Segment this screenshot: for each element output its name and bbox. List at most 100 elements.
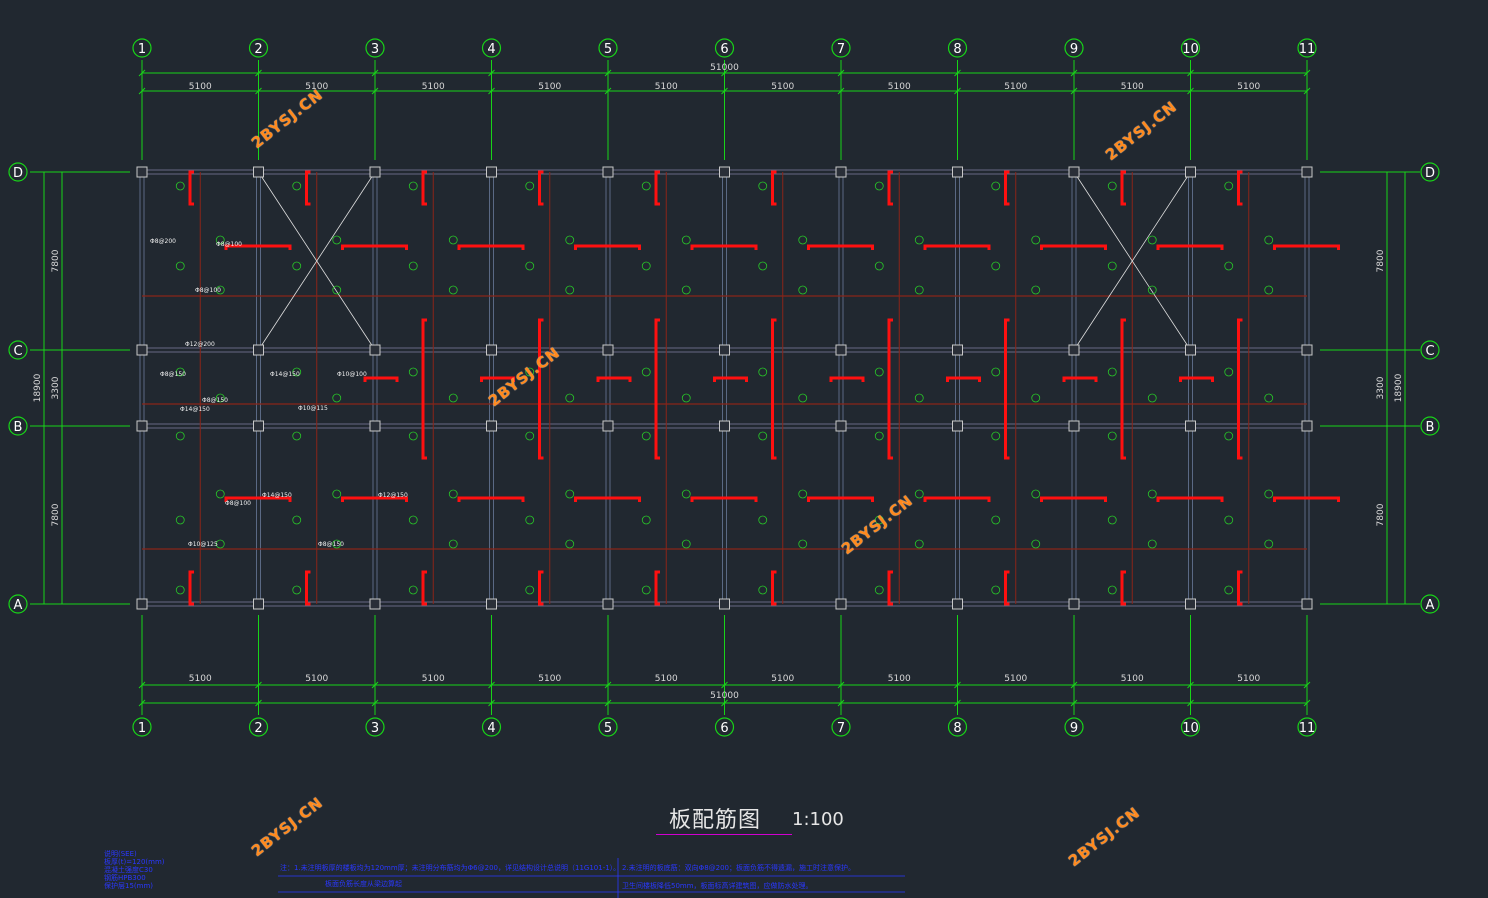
note-left-line: 说明(SEE) xyxy=(104,849,137,858)
rebar-spec-label: Φ10@115 xyxy=(298,405,328,412)
column xyxy=(952,344,963,356)
column xyxy=(602,598,614,610)
rebar-corridor-top xyxy=(1062,376,1098,382)
rebar-marker xyxy=(332,393,342,403)
axis-bubble xyxy=(1180,38,1201,58)
rebar-top-span xyxy=(224,244,292,250)
dimension-tick xyxy=(604,87,612,95)
note-left-line: 钢筋HPB300 xyxy=(104,873,146,882)
rebar-marker xyxy=(991,431,1001,441)
dimension-bay-bottom: 5100 xyxy=(655,674,678,684)
rebar-negative-top xyxy=(1120,170,1126,206)
column xyxy=(486,344,497,356)
dimension-tick xyxy=(488,87,495,95)
dimension-tick xyxy=(837,69,845,77)
rebar-marker xyxy=(798,235,808,245)
dimension-tick xyxy=(721,69,728,77)
rebar-marker xyxy=(292,515,302,525)
rebar-top-span xyxy=(1273,244,1340,250)
rebar-marker xyxy=(681,393,691,403)
dimension-tick xyxy=(1187,681,1194,689)
axis-label-letter: D xyxy=(13,166,23,181)
column xyxy=(1185,598,1196,610)
column xyxy=(1068,420,1080,432)
rebar-marker xyxy=(292,585,302,595)
column xyxy=(602,166,614,178)
rebar-marker xyxy=(525,367,535,377)
rebar-corridor-top xyxy=(829,376,865,382)
column xyxy=(1301,598,1313,610)
column xyxy=(1068,166,1080,178)
rebar-marker xyxy=(215,489,225,499)
rebar-marker xyxy=(408,261,418,271)
dimension-left-total: 18900 xyxy=(33,373,43,402)
rebar-spec-label: Φ14@150 xyxy=(270,371,300,378)
rebar-marker xyxy=(525,181,535,191)
rebar-marker xyxy=(874,261,884,271)
dimension-tick xyxy=(488,69,495,77)
rebar-spec-label: Φ8@200 xyxy=(150,238,176,245)
rebar-top-span xyxy=(690,244,758,250)
column xyxy=(253,598,264,610)
rebar-marker xyxy=(1147,393,1157,403)
rebar-negative-top xyxy=(654,170,660,206)
rebar-corridor-top xyxy=(713,376,748,382)
axis-bubble xyxy=(598,38,618,58)
rebar-marker xyxy=(1107,261,1117,271)
rebar-top-span xyxy=(341,244,408,250)
rebar-marker xyxy=(175,367,185,377)
rebar-marker xyxy=(1224,585,1234,595)
axis-label-number: 2 xyxy=(254,42,262,57)
dimension-right: 3300 xyxy=(1376,376,1386,399)
axis-label-number: 1 xyxy=(138,721,146,736)
dimension-tick xyxy=(255,87,262,95)
axis-bubble xyxy=(714,38,735,58)
dimension-left: 7800 xyxy=(51,249,61,272)
dimension-tick xyxy=(604,681,612,689)
rebar-negative-bottom xyxy=(1237,570,1243,606)
dimension-tick xyxy=(138,681,146,689)
rebar-marker xyxy=(448,235,458,245)
rebar-marker xyxy=(565,393,575,403)
rebar-negative-bottom xyxy=(771,570,777,606)
rebar-marker xyxy=(798,489,808,499)
axis-bubble xyxy=(8,340,28,360)
column xyxy=(136,598,148,610)
dimension-tick xyxy=(837,699,845,707)
rebar-corridor-top xyxy=(363,376,399,382)
dimension-total-top: 51000 xyxy=(710,63,739,73)
axis-bubble xyxy=(365,717,385,737)
rebar-marker xyxy=(215,539,225,549)
rebar-spec-label: Φ12@150 xyxy=(378,492,408,499)
rebar-corridor-top xyxy=(596,376,632,382)
axis-bubble xyxy=(1420,594,1440,614)
column xyxy=(719,166,730,178)
rebar-marker xyxy=(332,285,342,295)
rebar-marker xyxy=(332,235,342,245)
axis-bubble xyxy=(598,717,618,737)
axis-bubble xyxy=(1180,717,1201,737)
rebar-marker xyxy=(681,489,691,499)
rebar-marker xyxy=(681,539,691,549)
rebar-negative-bottom xyxy=(538,570,544,606)
rebar-marker xyxy=(408,367,418,377)
axis-label-letter: C xyxy=(1425,344,1434,359)
rebar-marker xyxy=(758,431,768,441)
axis-label-number: 11 xyxy=(1299,42,1316,57)
rebar-top-span xyxy=(1156,244,1224,250)
rebar-corridor xyxy=(538,318,544,460)
dimension-tick xyxy=(1070,699,1078,707)
rebar-marker xyxy=(758,515,768,525)
beam-vertical xyxy=(1071,171,1077,605)
rebar-marker xyxy=(641,181,651,191)
column xyxy=(602,420,614,432)
axis-label-number: 7 xyxy=(837,721,845,736)
axis-label-number: 4 xyxy=(487,721,495,736)
column xyxy=(486,420,497,432)
rebar-negative-bottom xyxy=(305,570,311,606)
axis-label-number: 9 xyxy=(1070,42,1078,57)
rebar-marker xyxy=(1264,393,1274,403)
rebar-marker xyxy=(1224,181,1234,191)
axis-label-number: 9 xyxy=(1070,721,1078,736)
